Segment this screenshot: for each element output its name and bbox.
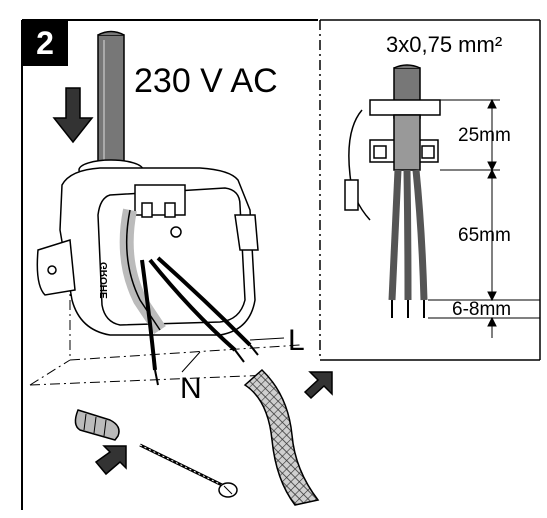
dimension-lines xyxy=(428,98,540,338)
cable-spec-label: 3x0,75 mm² xyxy=(386,32,503,57)
mounting-screw xyxy=(139,443,238,498)
step-number-badge: 2 xyxy=(22,20,68,66)
inset-cable xyxy=(344,64,441,318)
right-arrow-icon xyxy=(303,371,333,400)
dimension-top-label: 25mm xyxy=(458,125,511,146)
outer-frame xyxy=(21,19,318,510)
neutral-wire-label: N xyxy=(180,372,202,405)
conduit-sleeve xyxy=(243,368,320,506)
wall-plug xyxy=(74,409,120,441)
voltage-label: 230 V AC xyxy=(134,62,278,100)
dimension-middle-label: 65mm xyxy=(458,225,511,246)
live-wire-label: L xyxy=(288,324,305,357)
plug-arrow-icon xyxy=(94,445,127,476)
dimension-bottom-label: 6-8mm xyxy=(452,299,512,320)
incoming-cable xyxy=(97,30,125,171)
wall-guide-lines xyxy=(29,260,301,386)
label-leaders xyxy=(181,337,285,373)
down-arrow-icon xyxy=(52,87,94,144)
box-wires xyxy=(119,208,259,386)
box-brand-label: GROHE xyxy=(99,262,110,299)
